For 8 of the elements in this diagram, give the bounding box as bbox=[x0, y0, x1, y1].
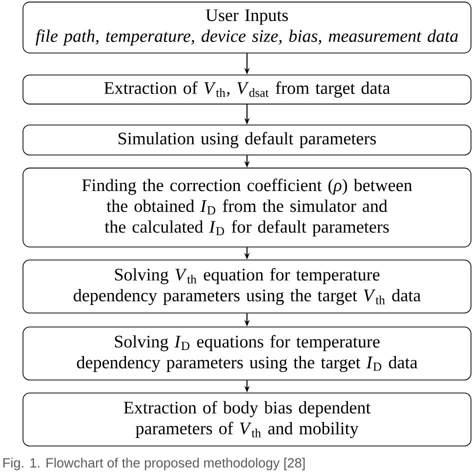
process-box: Finding the correction coefficient (ρ) between the obtained I$_{D}$ from the simulator and the calculated I$_{D}$ for default parameters bbox=[22, 168, 472, 248]
figure-caption: Fig. 1. Flowchart of the proposed methodology [28] bbox=[3, 458, 305, 470]
process-box: Extraction of body bias dependent parameters of V$_{th}$ and mobility bbox=[22, 392, 472, 446]
process-box: Extraction of V$_{th}$, V$_{dsat}$ from target data bbox=[22, 74, 472, 104]
process-box: Solving V$_{th}$ equation for temperature dependency parameters using the target V$_{th}$ data bbox=[22, 260, 472, 314]
process-box: Simulation using default parameters bbox=[22, 124, 472, 156]
process-box: User Inputs file path, temperature, device size, bias, measurement data bbox=[22, 2, 472, 54]
process-box: Solving I$_{D}$ equations for temperature dependency parameters using the target I$_{D}$ data bbox=[22, 326, 472, 380]
